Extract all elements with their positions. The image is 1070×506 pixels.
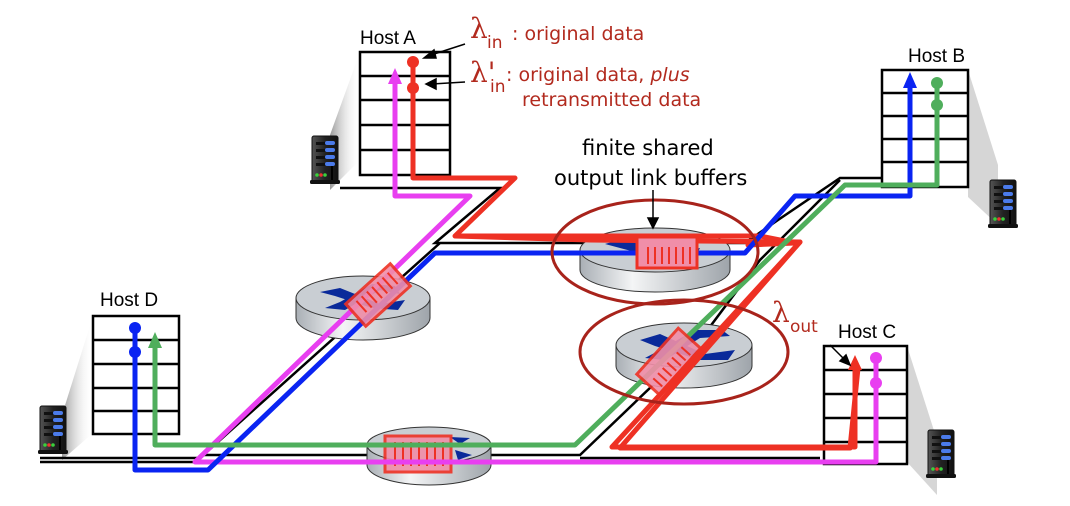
buffer-bottom[interactable] xyxy=(383,434,453,474)
buffers-label-line2: output link buffers xyxy=(554,166,747,190)
packet-dot-icon xyxy=(129,322,141,334)
lambda-out-subscript: out xyxy=(790,317,818,337)
packet-dot-icon xyxy=(931,77,943,89)
lambda-in-subscript: in xyxy=(487,33,503,53)
host-c-label: Host C xyxy=(838,322,896,343)
buffer-left[interactable] xyxy=(343,261,413,329)
lambda-in-description: : original data xyxy=(512,23,644,45)
flow-green-b-to-d xyxy=(152,83,940,448)
router-arrow-icon xyxy=(455,450,472,460)
host-d-server-icon xyxy=(37,405,69,455)
highlight-ellipse-right xyxy=(578,298,790,406)
lambda-out-symbol: λ xyxy=(772,296,790,329)
host-a-label: Host A xyxy=(360,28,416,49)
host-a-server-icon xyxy=(309,135,341,185)
lambda-in-symbol: λ xyxy=(470,12,488,45)
host-a-table[interactable] xyxy=(358,50,452,177)
buffer-right[interactable] xyxy=(634,326,703,397)
host-c-server-icon xyxy=(925,429,957,479)
packet-dot-icon xyxy=(407,82,419,94)
flow-blue-d-to-b xyxy=(132,86,913,473)
arrowhead-icon xyxy=(903,72,917,88)
host-b-label: Host B xyxy=(908,46,965,67)
packet-dot-icon xyxy=(870,352,882,364)
host-c-table[interactable] xyxy=(822,344,909,466)
arrowhead-icon xyxy=(848,355,862,370)
host-d-shadow xyxy=(62,316,93,460)
buffer-top[interactable] xyxy=(635,235,699,270)
highlight-ellipse-top xyxy=(550,198,760,306)
arrowhead-icon xyxy=(148,332,162,348)
flow-red-a-to-c xyxy=(454,233,858,450)
packet-dot-icon xyxy=(129,346,141,358)
lambda-in-prime-description-line2: retransmitted data xyxy=(522,89,701,111)
packet-dot-icon xyxy=(407,56,419,68)
host-b-table[interactable] xyxy=(880,68,970,189)
arrowhead-icon xyxy=(388,68,402,84)
router-arrow-icon xyxy=(450,437,470,444)
host-b-server-icon xyxy=(987,179,1019,229)
packet-dot-icon xyxy=(870,377,882,389)
lambda-in-prime-subscript: in xyxy=(490,77,506,97)
flow-magenta-c-to-a xyxy=(192,82,879,465)
lambda-in-prime-description: : original data, plus xyxy=(506,64,690,86)
packet-dot-icon xyxy=(931,99,943,111)
annotation-arrows xyxy=(421,43,852,367)
host-d-label: Host D xyxy=(100,290,158,311)
buffers-label-line1: finite shared xyxy=(582,136,714,160)
lambda-in-prime-symbol: λ' xyxy=(470,56,495,89)
